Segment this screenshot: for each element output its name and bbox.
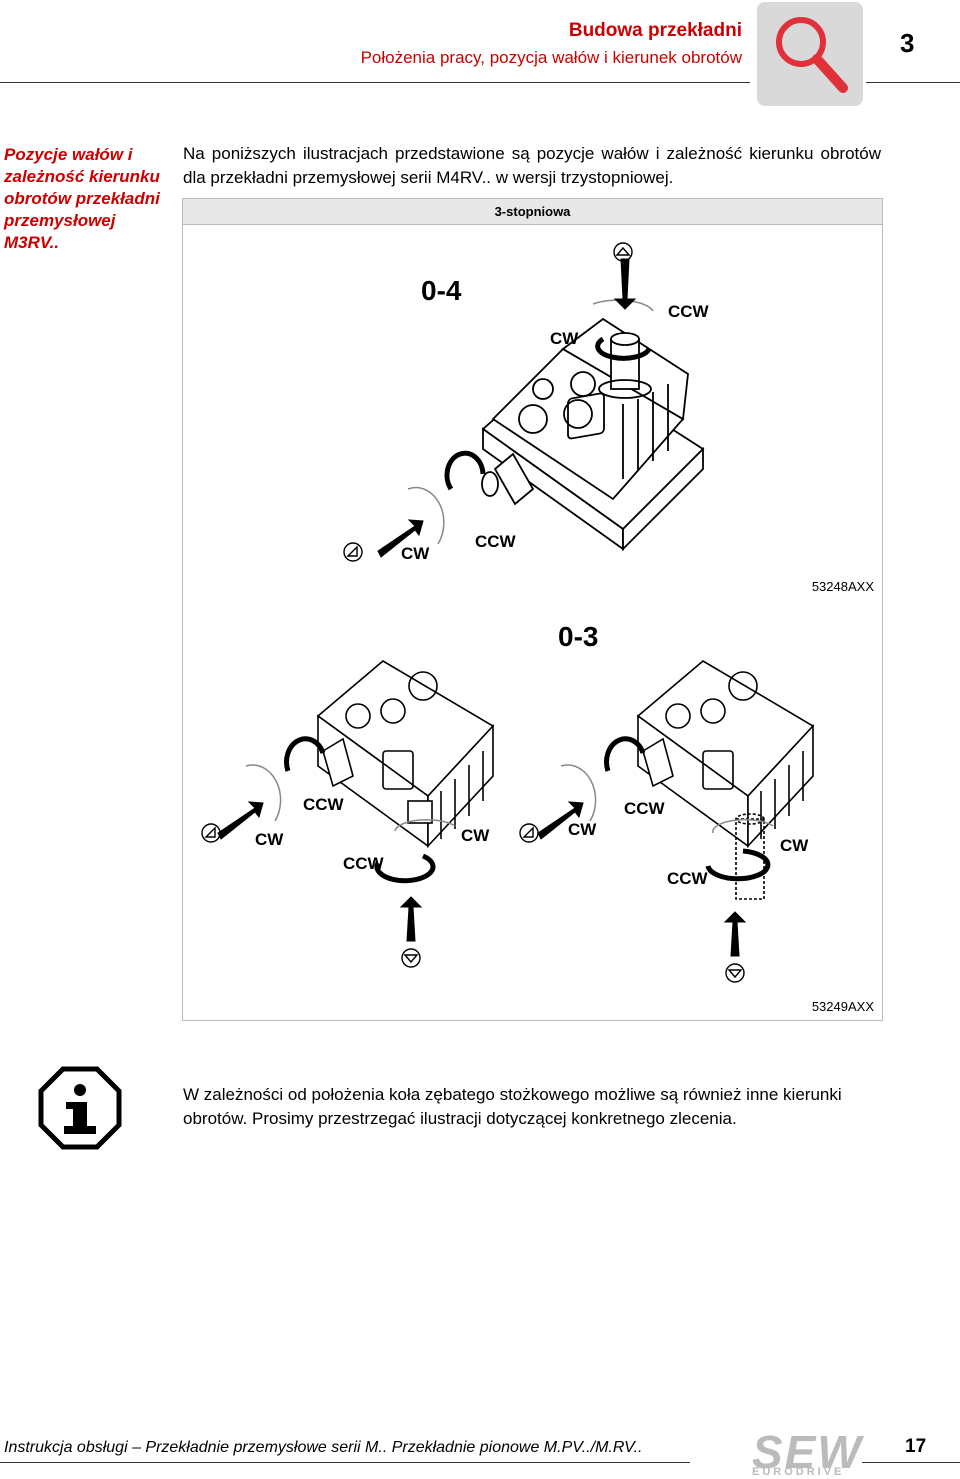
- gearbox-illustrations-0-3: [201, 660, 815, 983]
- header-rule-right: [866, 82, 960, 83]
- left-label-input-cw: CW: [255, 830, 284, 849]
- header-subtitle: Położenia pracy, pozycja wałów i kierune…: [360, 48, 742, 67]
- footer-rule: [0, 1462, 690, 1463]
- header-rule: [0, 82, 750, 83]
- right-label-input-ccw: CCW: [624, 799, 665, 818]
- figure-0-3: 0-3 CW CCW CCW CW CW CCW CCW CW 53249AXX: [182, 601, 883, 1021]
- intro-paragraph: Na poniższych ilustracjach przedstawione…: [183, 144, 881, 187]
- label-top-ccw: CCW: [668, 302, 709, 321]
- footer-text: Instrukcja obsługi – Przekładnie przemys…: [4, 1439, 643, 1456]
- position-label: 0-3: [558, 621, 599, 652]
- figure-0-4: 3-stopniowa: [182, 198, 883, 603]
- info-note: W zależności od położenia koła zębatego …: [183, 1085, 842, 1128]
- footer-rule-right: [862, 1462, 960, 1463]
- gearbox-illustration-0-4: [343, 242, 705, 562]
- page-number: 17: [905, 1436, 927, 1457]
- header-title: Budowa przekładni: [568, 20, 742, 41]
- right-label-input-cw: CW: [568, 820, 597, 839]
- label-bottom-cw: CW: [401, 544, 430, 563]
- position-label: 0-4: [421, 275, 462, 306]
- chapter-number: 3: [900, 28, 915, 58]
- eurodrive-logo: EURODRIVE: [752, 1466, 845, 1478]
- magnifier-tab: [757, 2, 863, 106]
- right-label-output-ccw: CCW: [667, 869, 708, 888]
- figure-caption: 3-stopniowa: [183, 199, 882, 225]
- left-label-output-ccw: CCW: [343, 854, 384, 873]
- sidebar-heading: Pozycje wałów i zależność kierunku obrot…: [4, 145, 160, 252]
- figure-code: 53248AXX: [811, 579, 874, 594]
- label-bottom-ccw: CCW: [475, 532, 516, 551]
- info-icon: [38, 1066, 122, 1150]
- left-label-output-cw: CW: [461, 826, 490, 845]
- magnifier-icon: [776, 17, 848, 93]
- right-label-output-cw: CW: [780, 836, 809, 855]
- sew-logo: SEW: [752, 1426, 863, 1478]
- figure-code: 53249AXX: [811, 999, 874, 1014]
- label-top-cw: CW: [550, 329, 579, 348]
- left-label-input-ccw: CCW: [303, 795, 344, 814]
